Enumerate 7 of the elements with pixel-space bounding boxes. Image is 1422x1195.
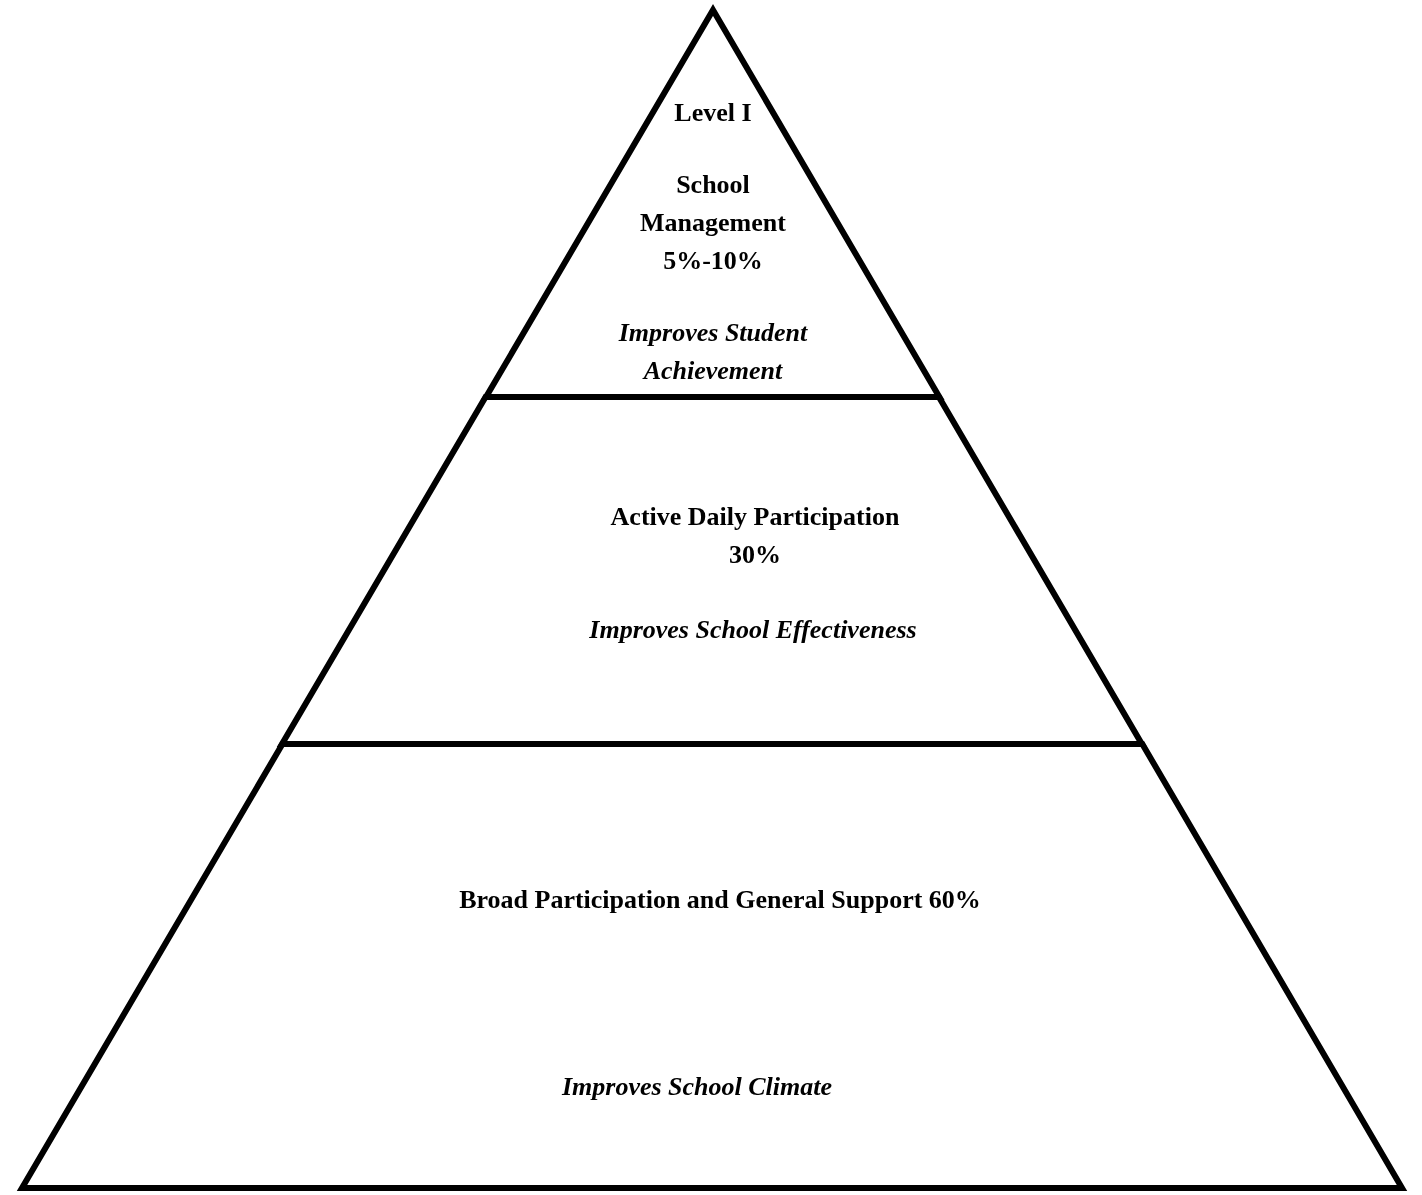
outcome-text: Improves School Effectiveness	[588, 614, 918, 646]
outcome-text: Improves School Climate	[560, 1071, 834, 1103]
tier-label: Broad Participation and General Support 60%	[458, 884, 982, 916]
tier-label: Active Daily Participation 30%	[609, 501, 901, 571]
outcome-text: Improves Student Achievement	[617, 317, 809, 387]
level-label: Level I	[673, 97, 753, 129]
tier-label: School Management 5%-10%	[639, 169, 787, 277]
